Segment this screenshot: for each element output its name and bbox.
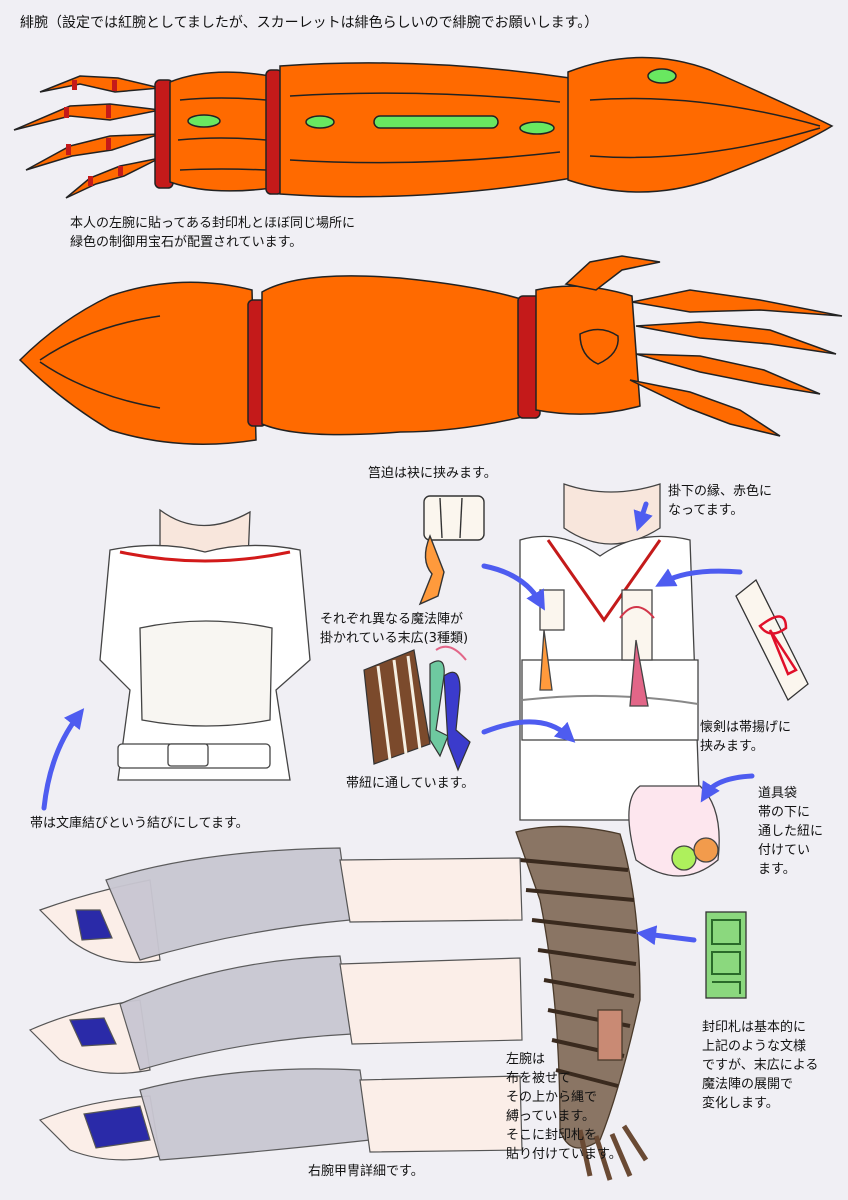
- note-right-gauntlet: 右腕甲冑詳細です。: [308, 1164, 424, 1179]
- kimono-figure: [519, 483, 701, 821]
- padded-chest: [139, 620, 273, 727]
- dogubukuro-pouch-illustration: [628, 785, 720, 877]
- claw-fingers-bottom: [564, 255, 843, 437]
- note-gem-placement: 本人の左腕に貼ってある封印札とほぼ同じ場所に 緑色の制御用宝石が配置されています…: [70, 216, 355, 250]
- note-dogubukuro: 道具袋 帯の下に 通した紐に 付けてい ます。: [758, 786, 824, 877]
- red-collar-edge: [546, 539, 662, 623]
- palm-joint: [579, 328, 619, 365]
- note-hakoseko: 筥迫は袂に挟みます。: [368, 466, 497, 481]
- arrow-obi-knot: [41, 708, 85, 811]
- obi-bow: [167, 743, 209, 767]
- note-left-arm: 左腕は 布を被せて その上から縄で 縛っています。 そこに封印札を 貼り付けてい…: [506, 1052, 622, 1162]
- blue-tassel: [443, 671, 471, 772]
- scarlet-arm-bottom-view: [18, 255, 843, 445]
- gauntlet-hands-illustration: [28, 847, 523, 1161]
- arrow-hakoseko: [481, 563, 545, 611]
- claw-fingers-top: [13, 75, 161, 199]
- forearm-shell-bottom: [261, 275, 527, 436]
- green-gem-forearm-1: [305, 115, 335, 129]
- green-gem-hand: [187, 114, 221, 128]
- note-kakeshita: 掛下の縁、赤色に なってます。: [668, 484, 773, 518]
- upper-arm-shell-top: [567, 56, 834, 193]
- arrow-dogubukuro: [700, 773, 755, 803]
- green-gem-forearm-3: [519, 121, 555, 135]
- arrow-fuinsatsu: [636, 925, 697, 946]
- page-title: 緋腕（設定では紅腕としてましたが、スカーレットは緋色らしいので緋腕でお願いします…: [20, 15, 599, 31]
- seal-talisman-illustration: [705, 911, 747, 999]
- note-fuinsatsu: 封印札は基本的に 上記のような文様 ですが、末広による 魔法陣の展開で 変化しま…: [702, 1020, 819, 1111]
- green-gem-upper-arm: [647, 68, 677, 84]
- arrow-kaiken: [655, 568, 743, 587]
- green-gem-forearm-2: [373, 115, 499, 129]
- finger-joint-stripes-top: [64, 80, 123, 186]
- note-suehiro: それぞれ異なる魔法陣が 掛かれている末広(3種類): [320, 612, 469, 646]
- scarlet-arm-top-view: [13, 56, 834, 199]
- note-kaiken: 懐剣は帯揚げに 挟みます。: [700, 720, 792, 754]
- orange-tassel: [418, 534, 445, 606]
- left-arm-wrapped-illustration: [515, 825, 649, 1181]
- arrow-kakeshita: [633, 501, 653, 532]
- upper-arm-shell-bottom: [18, 281, 257, 445]
- suehiro-fans-illustration: [363, 645, 471, 772]
- kaiken-dagger-illustration: [735, 578, 809, 702]
- note-obijime: 帯紐に通しています。: [346, 776, 475, 791]
- note-obi-knot: 帯は文庫結びという結びにしてます。: [30, 816, 249, 831]
- annotation-arrows: [41, 501, 755, 946]
- hand-shell-top: [169, 71, 273, 192]
- neck: [563, 483, 661, 545]
- hakoseko-pouch-illustration: [418, 495, 485, 606]
- arrow-suehiro: [481, 719, 576, 743]
- shirt-figure: [99, 508, 311, 781]
